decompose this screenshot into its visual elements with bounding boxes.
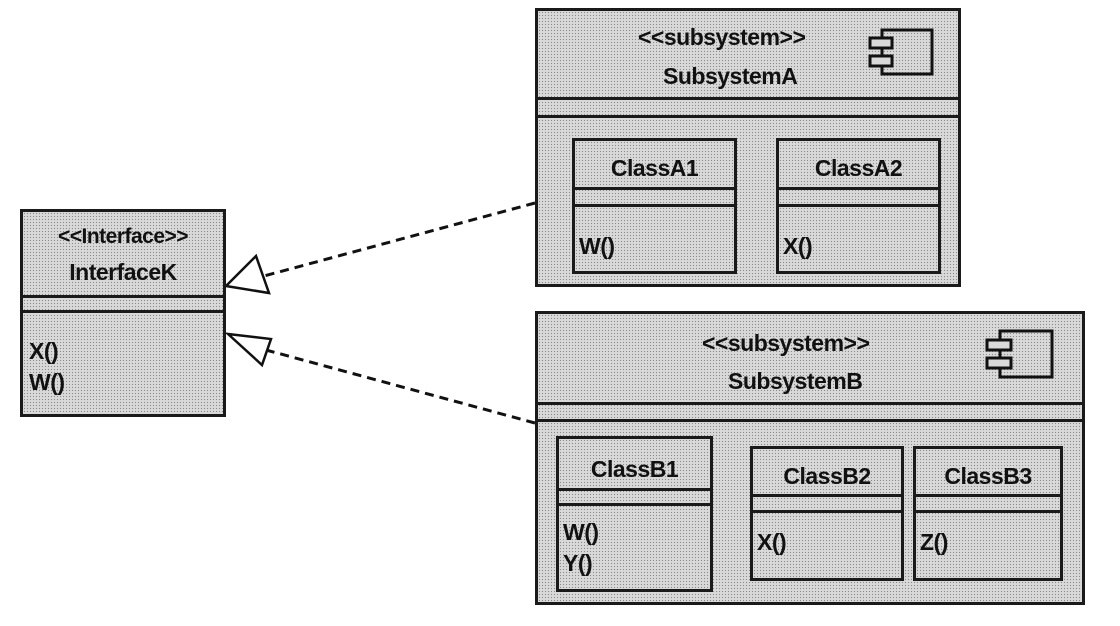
class-b2[interactable]: ClassB2 X() bbox=[750, 446, 904, 581]
realization-arrowhead-a bbox=[223, 253, 271, 295]
class-operation: Y() bbox=[563, 550, 593, 576]
subsystem-b-divider bbox=[538, 402, 1082, 405]
subsystem-b[interactable]: <<subsystem>> SubsystemB ClassB1 W() Y()… bbox=[535, 311, 1085, 605]
class-a2[interactable]: ClassA2 X() bbox=[776, 138, 941, 274]
class-operation: W() bbox=[563, 519, 599, 545]
class-name: ClassB3 bbox=[944, 463, 1032, 489]
class-divider bbox=[779, 204, 938, 207]
class-divider bbox=[575, 204, 734, 207]
class-name: ClassB2 bbox=[783, 463, 871, 489]
class-operation: Z() bbox=[920, 529, 948, 555]
class-divider bbox=[753, 510, 901, 513]
class-name: ClassA1 bbox=[610, 155, 699, 181]
class-name: ClassB1 bbox=[590, 456, 679, 482]
interface-divider bbox=[23, 295, 223, 298]
interface-k[interactable]: <<Interface>> InterfaceK X() W() bbox=[20, 209, 226, 417]
component-icon bbox=[868, 28, 934, 76]
interface-stereotype: <<Interface>> bbox=[57, 225, 189, 248]
subsystem-a[interactable]: <<subsystem>> SubsystemA ClassA1 W() Cla… bbox=[535, 8, 961, 287]
subsystem-a-name: SubsystemA bbox=[663, 63, 798, 89]
class-operation: X() bbox=[783, 233, 813, 259]
subsystem-b-name: SubsystemB bbox=[728, 368, 863, 394]
class-divider bbox=[916, 510, 1060, 513]
class-divider bbox=[916, 494, 1060, 497]
subsystem-a-divider bbox=[538, 115, 958, 118]
class-a1[interactable]: ClassA1 W() bbox=[572, 138, 737, 274]
class-divider bbox=[575, 187, 734, 190]
realization-line-b bbox=[265, 348, 536, 425]
class-b3[interactable]: ClassB3 Z() bbox=[913, 446, 1063, 581]
class-name: ClassA2 bbox=[814, 155, 903, 181]
class-b1[interactable]: ClassB1 W() Y() bbox=[556, 436, 713, 592]
interface-divider bbox=[23, 310, 223, 313]
class-divider bbox=[559, 503, 710, 506]
class-divider bbox=[779, 187, 938, 190]
interface-operation: X() bbox=[29, 338, 59, 364]
subsystem-a-divider bbox=[538, 97, 958, 100]
component-icon bbox=[985, 329, 1054, 379]
class-divider bbox=[753, 494, 901, 497]
interface-name: InterfaceK bbox=[69, 259, 177, 285]
class-operation: X() bbox=[757, 529, 787, 555]
class-operation: W() bbox=[579, 233, 615, 259]
subsystem-b-divider bbox=[538, 419, 1082, 422]
realization-arrowhead-b bbox=[224, 332, 273, 368]
class-divider bbox=[559, 488, 710, 491]
subsystem-a-stereotype: <<subsystem>> bbox=[638, 24, 806, 50]
realization-line-a bbox=[263, 201, 536, 278]
interface-operation: W() bbox=[29, 369, 65, 395]
subsystem-b-stereotype: <<subsystem>> bbox=[702, 330, 870, 356]
